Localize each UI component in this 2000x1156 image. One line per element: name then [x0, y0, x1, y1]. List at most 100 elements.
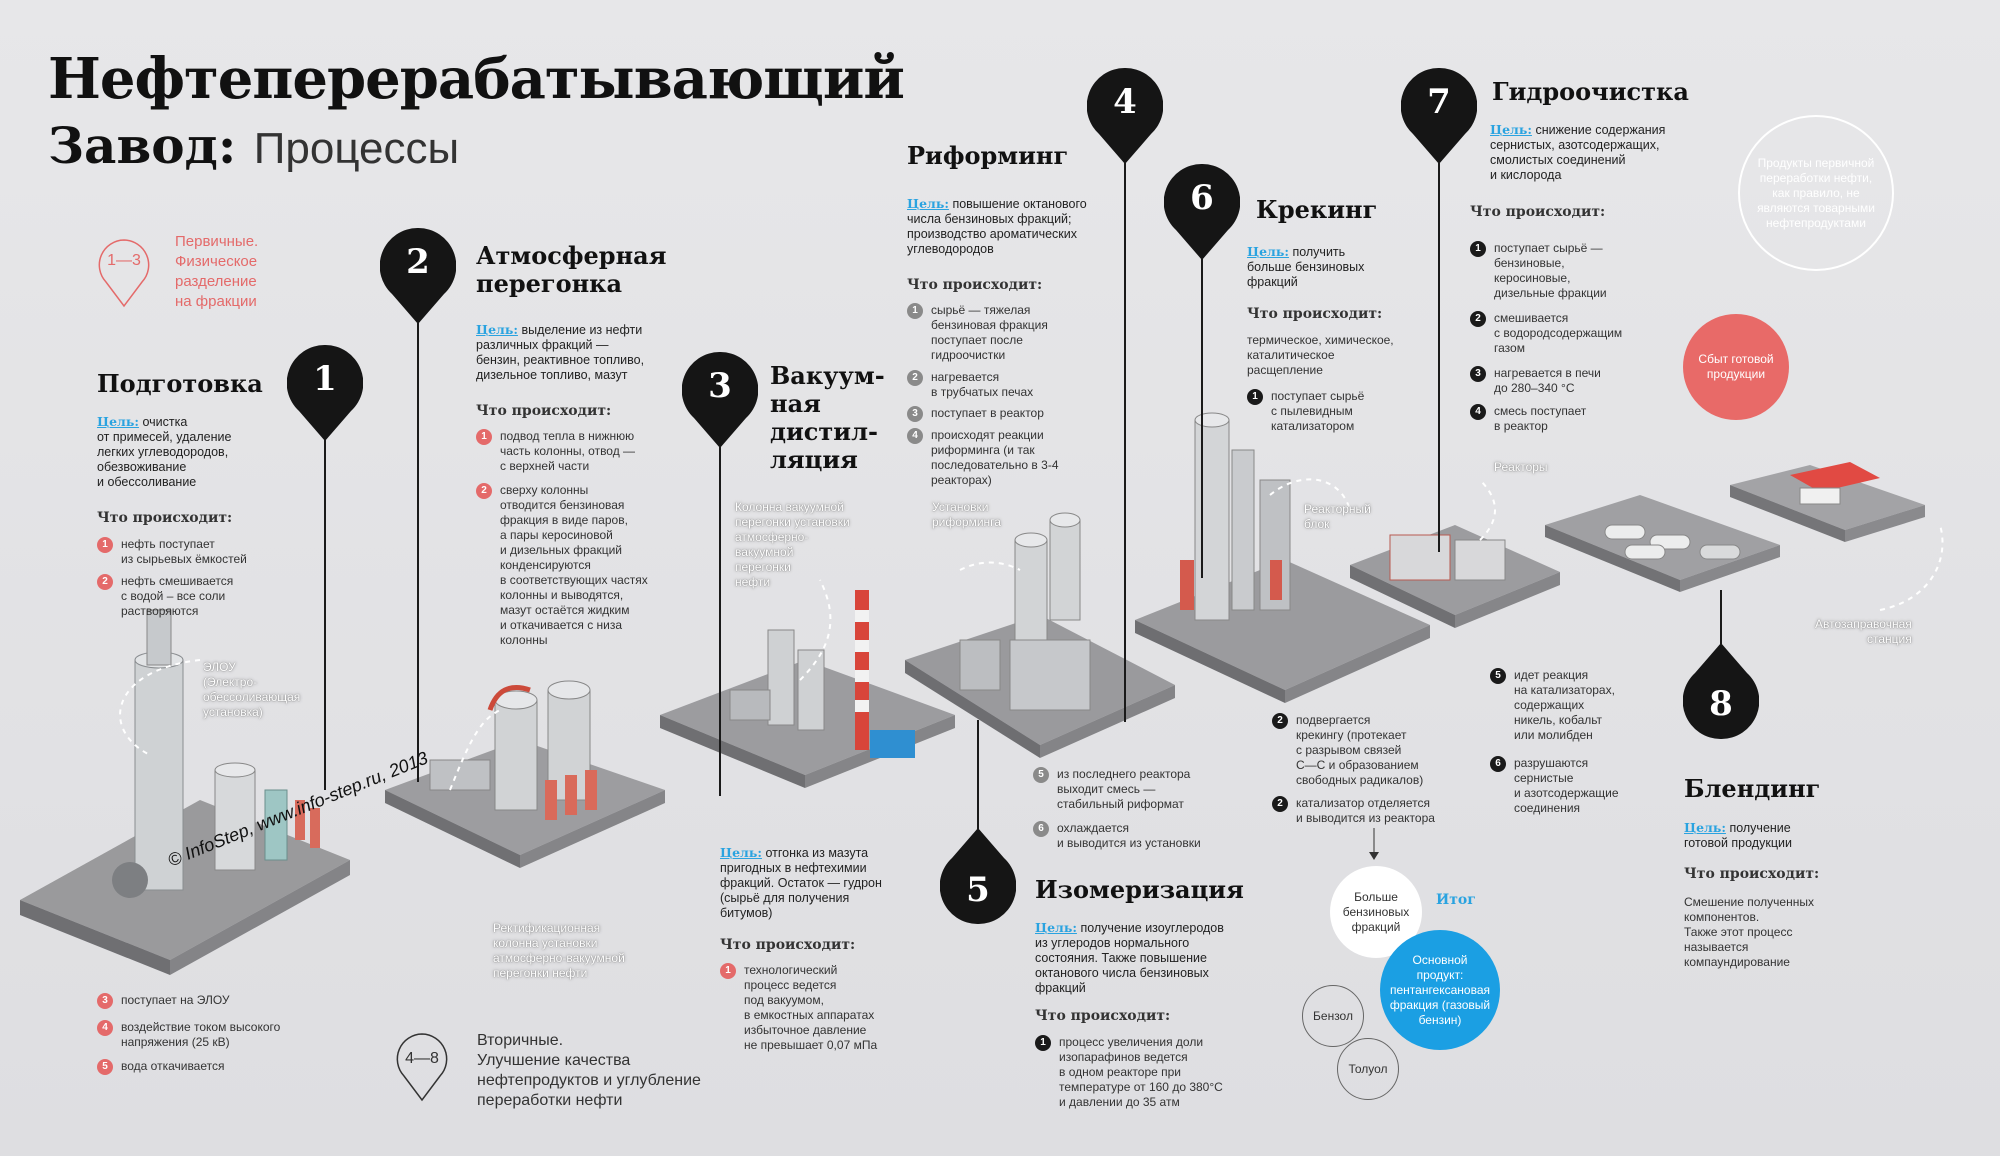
page-title-bold: Завод: — [48, 116, 237, 175]
plant-desalting-unit — [20, 609, 350, 975]
process-4-what-label: Что происходит: — [907, 277, 1043, 293]
process-3-pin: 3 — [681, 351, 759, 448]
process-1-pin-line — [324, 440, 326, 790]
process-2-pin-line — [417, 322, 419, 782]
process-1-what-label: Что происходит: — [97, 510, 233, 526]
process-6-what-label: Что происходит: — [1247, 306, 1383, 322]
process-8-pin-line — [1720, 590, 1722, 645]
plant-reforming-unit — [905, 512, 1175, 758]
plant-vacuum-unit — [660, 590, 955, 788]
process-4-pin-line — [1124, 162, 1126, 722]
process-4-caption: Установки риформинга — [932, 500, 1001, 529]
process-5-what-label: Что происходит: — [1035, 1008, 1171, 1024]
dashed-arrows — [119, 478, 1944, 791]
process-1-title: Подготовка — [97, 369, 263, 398]
process-6-title: Крекинг — [1256, 195, 1378, 224]
process-1-goal: Цель: очистка от примесей, удаление легк… — [97, 414, 232, 489]
process-6-pin: 6 — [1163, 163, 1241, 260]
process-4-title: Риформинг — [907, 141, 1069, 170]
result-benzol: Бензол — [1302, 985, 1364, 1047]
process-4-pin: 4 — [1086, 67, 1164, 164]
process-6-caption: Реакторный блок — [1304, 502, 1371, 531]
process-8-title: Блендинг — [1684, 774, 1821, 803]
note-sales: Сбыт готовой продукции — [1683, 314, 1789, 420]
process-7-caption: Реакторы — [1494, 460, 1548, 474]
process-7-pin-line — [1438, 162, 1440, 552]
process-8-pin-number: 8 — [1709, 684, 1733, 724]
process-5-title: Изомеризация — [1035, 875, 1244, 904]
process-2-title: Атмосферная перегонка — [476, 241, 667, 298]
process-8-pin — [1682, 643, 1760, 740]
process-3-pin-line — [719, 446, 721, 796]
process-3-title: Вакуум- ная дистил- ляция — [770, 361, 885, 474]
plant-cracking-unit — [1135, 412, 1430, 703]
result-main-product: Основной продукт: пентангексановая фракц… — [1380, 930, 1500, 1050]
process-7-what-label: Что происходит: — [1470, 204, 1606, 220]
process-8-goal: Цель: получение готовой продукции — [1684, 820, 1792, 850]
note-primary-products: Продукты первичной переработки нефти, ка… — [1738, 115, 1894, 271]
process-2-pin: 2 — [379, 227, 457, 324]
primary-legend-text: Первичные. Физическое разделение на фрак… — [175, 233, 259, 310]
plant-atmospheric-unit — [385, 680, 665, 868]
process-2-what-label: Что происходит: — [476, 403, 612, 419]
process-6-goal: Цель: получить больше бензиновых фракций — [1247, 244, 1365, 289]
process-6-description: термическое, химическое, каталитическое … — [1247, 333, 1394, 377]
process-5-pin-line — [977, 720, 979, 830]
process-8-caption: Автозаправочная станция — [1815, 617, 1912, 646]
process-1-caption: ЭЛОУ (Электро- обессоливающая установка) — [203, 660, 301, 719]
process-3-what-label: Что происходит: — [720, 937, 856, 953]
page-title-line1: Нефтеперерабатывающий — [48, 46, 905, 112]
process-5-pin — [939, 828, 1017, 925]
plant-hydrotreating-unit — [1350, 525, 1560, 628]
secondary-legend-text: Вторичные. Улучшение качества нефтепроду… — [477, 1032, 701, 1109]
result-toluol: Толуол — [1337, 1038, 1399, 1100]
process-3-goal: Цель: отгонка из мазута пригодных в нефт… — [720, 845, 882, 920]
process-2-goal: Цель: выделение из нефти различных фракц… — [476, 322, 645, 382]
plant-gas-station — [1730, 462, 1925, 542]
process-3-caption: Колонна вакуумной перегонки установки ат… — [735, 500, 850, 589]
process-4-goal: Цель: повышение октанового числа бензино… — [907, 196, 1087, 256]
primary-legend-range: 1—3 — [107, 252, 141, 269]
process-5-pin-number: 5 — [966, 870, 990, 910]
process-2-caption: Ректификационная колонна установки атмос… — [493, 921, 625, 980]
process-5-goal: Цель: получение изоуглеродов из углеродо… — [1035, 920, 1224, 995]
process-7-pin: 7 — [1400, 67, 1478, 164]
process-1-pin: 1 — [286, 344, 364, 441]
process-8-description: Смешение полученных компонентов. Также э… — [1684, 895, 1814, 969]
process-8-what-label: Что происходит: — [1684, 866, 1820, 882]
process-7-title: Гидроочистка — [1492, 77, 1689, 106]
process-7-goal: Цель: снижение содержания сернистых, азо… — [1490, 122, 1666, 182]
secondary-legend-pin-icon — [396, 1033, 448, 1102]
result-itog-label: Итог — [1436, 892, 1476, 908]
secondary-legend-range: 4—8 — [405, 1050, 439, 1067]
primary-legend-pin-icon — [98, 239, 150, 308]
goal-label: Цель: — [97, 414, 139, 429]
process-6-pin-line — [1201, 258, 1203, 578]
page-title-line2: Завод: Процессы — [48, 116, 459, 175]
